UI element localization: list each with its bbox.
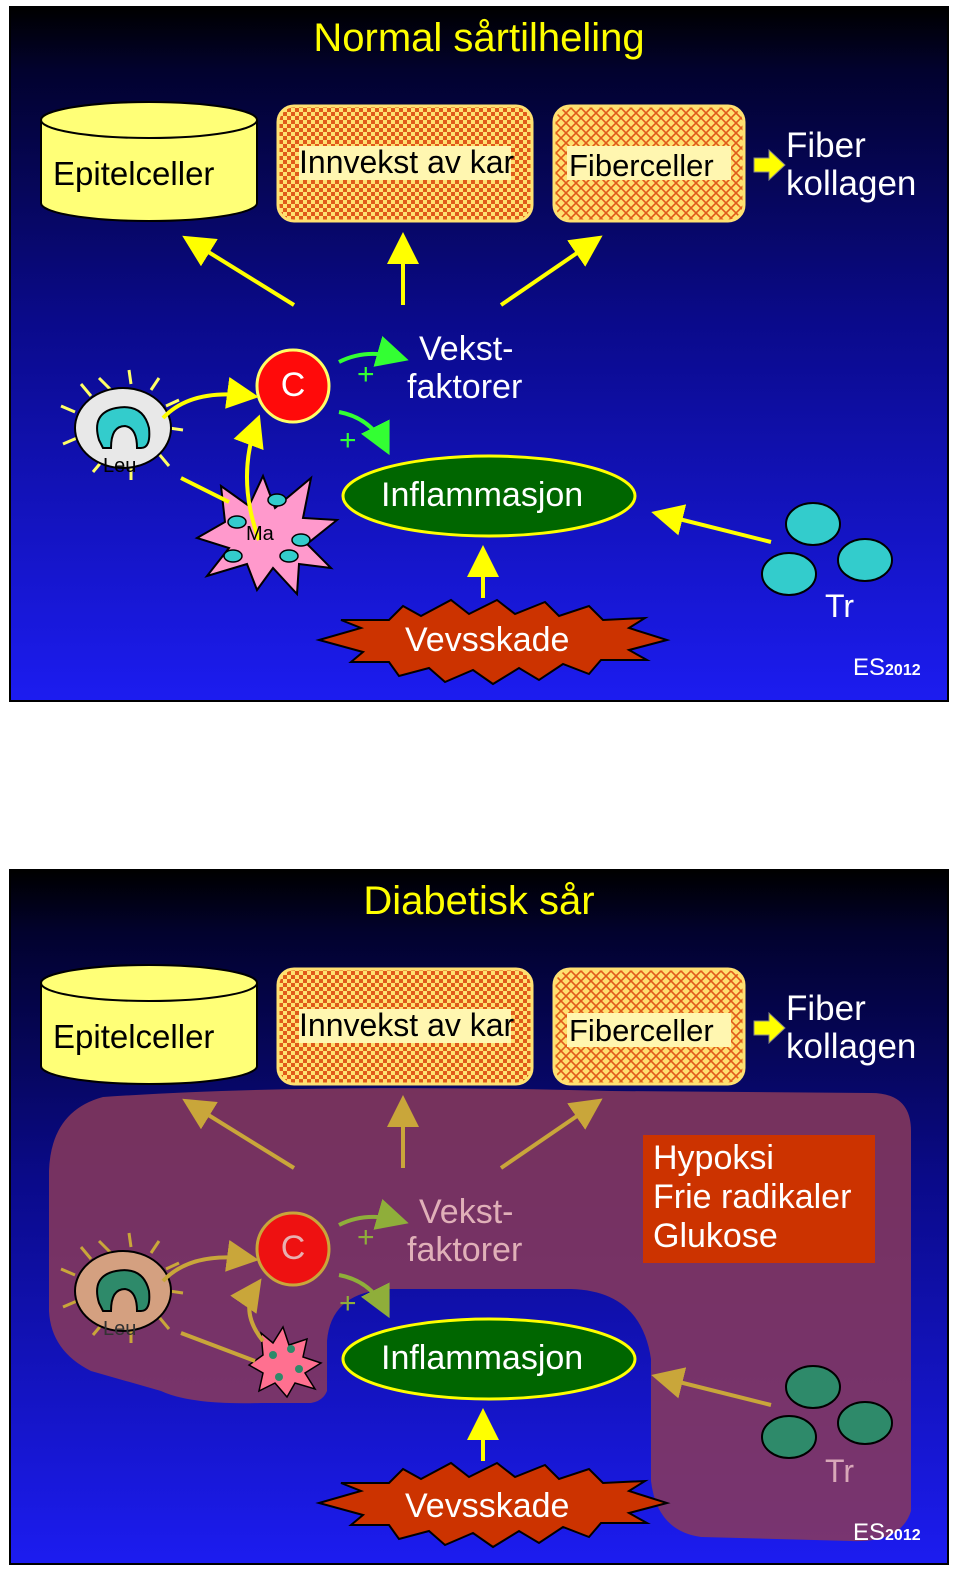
inflammation-ellipse	[341, 1317, 637, 1401]
plus-sign: +	[357, 358, 375, 391]
arrow-leu-to-c	[161, 1239, 259, 1283]
c-label: C	[280, 1229, 306, 1267]
slide-title: Diabetisk sår	[363, 879, 595, 923]
arrow-to-inflammation	[338, 1273, 390, 1319]
arrow-to-fiber	[499, 1098, 603, 1170]
vessel-label-bg	[299, 1009, 511, 1043]
output-kollagen: kollagen	[786, 1027, 917, 1066]
leukocyte	[60, 1232, 184, 1343]
c-label: C	[280, 366, 306, 404]
tissue-damage-label: Vevsskade	[405, 1487, 570, 1525]
growth-line2: faktorer	[407, 1231, 523, 1269]
arrow-tr-to-inflammation	[651, 1367, 772, 1407]
arrow-to-growth	[338, 336, 409, 367]
output-kollagen: kollagen	[786, 164, 917, 203]
epithel-cylinder	[40, 101, 258, 222]
plus-sign: +	[357, 1221, 375, 1254]
thrombocytes	[761, 1365, 893, 1459]
inflammation-label: Inflammasjon	[381, 1339, 584, 1377]
arrow-to-epithel	[182, 235, 296, 307]
arrow-to-inflammation	[338, 410, 390, 456]
block-arrow	[753, 148, 786, 182]
author-sign: ES2012	[853, 656, 921, 680]
tissue-damage-label: Vevsskade	[405, 621, 570, 659]
arrow-ma-to-c	[233, 414, 264, 541]
tr-label: Tr	[825, 588, 855, 624]
diagram-graphics	[40, 964, 911, 1549]
fiber-label-bg	[567, 1013, 731, 1047]
arrow-tr-to-inflammation	[651, 504, 772, 544]
block-arrow	[753, 1011, 786, 1045]
growth-line1: Vekst-	[419, 330, 514, 368]
macrophage-small	[247, 1325, 323, 1399]
arrow-leu-to-c	[161, 376, 259, 420]
arrow-to-growth	[338, 1199, 409, 1230]
macrophage	[194, 473, 340, 597]
slide-title: Normal sårtilheling	[313, 16, 645, 60]
author-initials: ES	[853, 1519, 886, 1546]
leu-label: Leu	[103, 455, 137, 477]
diagram-graphics	[40, 101, 893, 686]
fiber-cells-label: Fiberceller	[569, 148, 714, 183]
arrow-ma-to-c	[230, 1278, 265, 1343]
vessel-label: Innvekst av kar	[299, 1007, 515, 1043]
growth-line2: faktorer	[407, 368, 523, 406]
epithel-label: Epitelceller	[53, 1018, 215, 1055]
growth-line1: Vekst-	[419, 1193, 514, 1231]
author-year: 2012	[885, 1527, 921, 1544]
author-sign: ES2012	[853, 1521, 921, 1545]
slide-normal-healing: Normal sårtilheling Epitelceller Innveks…	[9, 6, 949, 702]
arrow-to-fiber	[499, 235, 603, 307]
thrombocytes	[761, 502, 893, 596]
tissue-damage-burst	[315, 1461, 671, 1549]
leu-label: Leu	[103, 1318, 137, 1340]
author-initials: ES	[853, 654, 886, 681]
epithel-cylinder	[40, 964, 258, 1085]
tr-label: Tr	[825, 1453, 855, 1489]
inflammation-label: Inflammasjon	[381, 476, 584, 514]
author-year: 2012	[885, 662, 921, 679]
risk-factors-box: Hypoksi Frie radikaler Glukose	[643, 1135, 875, 1263]
inflammation-ellipse	[341, 454, 637, 538]
fiber-cells-label: Fiberceller	[569, 1013, 714, 1048]
output-fiber: Fiber	[786, 989, 866, 1028]
output-fiber: Fiber	[786, 126, 866, 165]
plus-sign: +	[339, 424, 357, 457]
info-hypoxia: Hypoksi	[653, 1139, 774, 1177]
info-glucose: Glukose	[653, 1217, 778, 1255]
vessel-label-bg	[299, 146, 511, 180]
plus-sign: +	[339, 1287, 357, 1320]
leukocyte	[60, 369, 184, 480]
slide-diabetic-wound: Diabetisk sår Epitelceller Innvekst av k…	[9, 869, 949, 1565]
arrow-to-epithel	[182, 1098, 296, 1170]
line-leu-to-ma	[180, 1331, 256, 1363]
vessel-label: Innvekst av kar	[299, 144, 515, 180]
info-free-radicals: Frie radikaler	[653, 1178, 852, 1216]
epithel-label: Epitelceller	[53, 155, 215, 192]
fiber-label-bg	[567, 146, 731, 180]
line-leu-to-ma	[180, 476, 230, 504]
tissue-damage-burst	[315, 598, 671, 686]
ma-label: Ma	[246, 523, 274, 545]
